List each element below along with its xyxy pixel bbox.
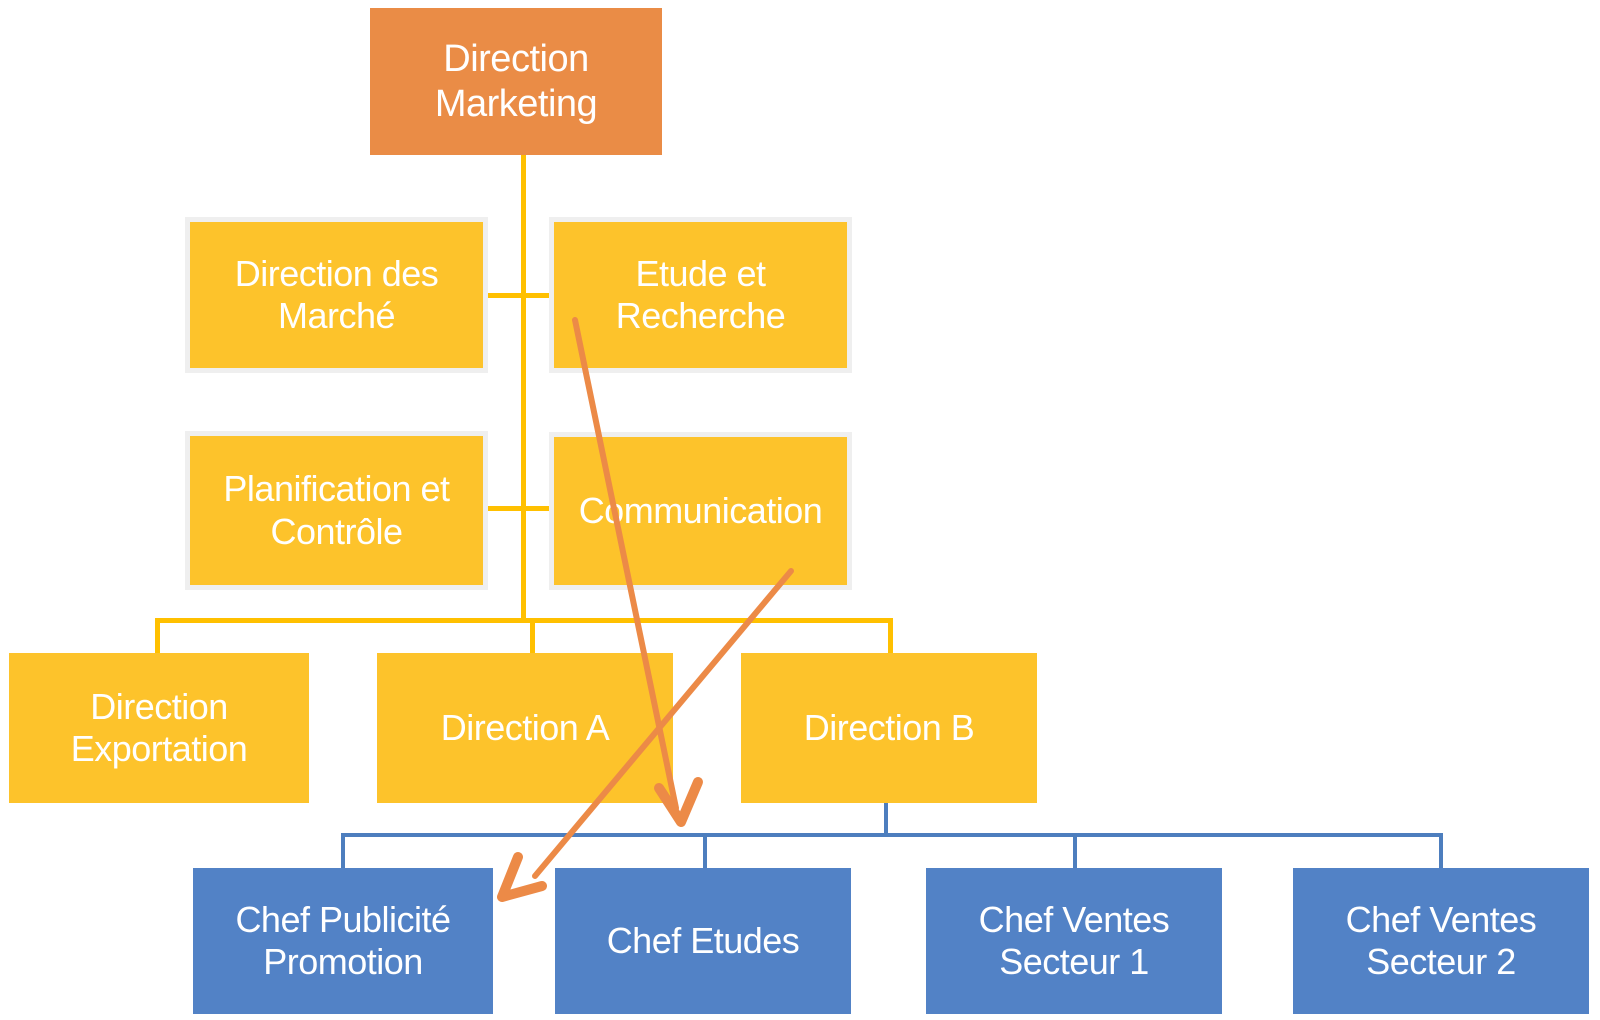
connector-blue-bracket-horizontal	[341, 833, 1443, 837]
node-label: Communication	[578, 489, 823, 531]
node-label: Direction des Marché	[234, 252, 439, 336]
node-label: Etude et Recherche	[615, 252, 786, 336]
arrow-head-icon	[497, 852, 547, 902]
node-chef-publicite-promotion: Chef Publicité Promotion	[193, 868, 493, 1014]
node-chef-ventes-secteur-2: Chef Ventes Secteur 2	[1293, 868, 1589, 1014]
node-direction-marketing: Direction Marketing	[370, 8, 662, 155]
node-chef-ventes-secteur-1: Chef Ventes Secteur 1	[926, 868, 1222, 1014]
node-direction-a: Direction A	[377, 653, 673, 803]
node-label: Chef Ventes Secteur 2	[1345, 898, 1537, 982]
connector-bracket-horizontal	[155, 618, 893, 623]
connector-drop-exportation	[155, 620, 160, 654]
node-planification-et-controle: Planification et Contrôle	[185, 431, 488, 590]
connector-direction-b-stub	[884, 802, 888, 835]
node-label: Chef Publicité Promotion	[235, 898, 451, 982]
connector-row2-horizontal	[487, 293, 553, 298]
connector-drop-direction-b	[888, 620, 893, 654]
node-label: Direction A	[440, 706, 610, 748]
connector-trunk-vertical	[521, 155, 526, 621]
node-communication: Communication	[549, 432, 852, 590]
connector-drop-chef-ventes-2	[1439, 835, 1443, 869]
node-label: Direction B	[803, 706, 975, 748]
node-label: Direction Exportation	[70, 685, 248, 769]
node-label: Chef Etudes	[606, 919, 800, 961]
node-direction-exportation: Direction Exportation	[9, 653, 309, 803]
connector-drop-chef-etudes	[703, 835, 707, 869]
node-label: Planification et Contrôle	[223, 468, 450, 552]
node-direction-b: Direction B	[741, 653, 1037, 803]
node-direction-des-marche: Direction des Marché	[185, 217, 488, 373]
node-label: Chef Ventes Secteur 1	[978, 898, 1170, 982]
connector-drop-chef-publicite	[341, 835, 345, 869]
node-etude-et-recherche: Etude et Recherche	[549, 217, 852, 373]
connector-drop-chef-ventes-1	[1073, 835, 1077, 869]
node-chef-etudes: Chef Etudes	[555, 868, 851, 1014]
connector-row3-horizontal	[487, 506, 553, 511]
connector-drop-direction-a	[530, 620, 535, 654]
node-label: Direction Marketing	[434, 37, 598, 125]
